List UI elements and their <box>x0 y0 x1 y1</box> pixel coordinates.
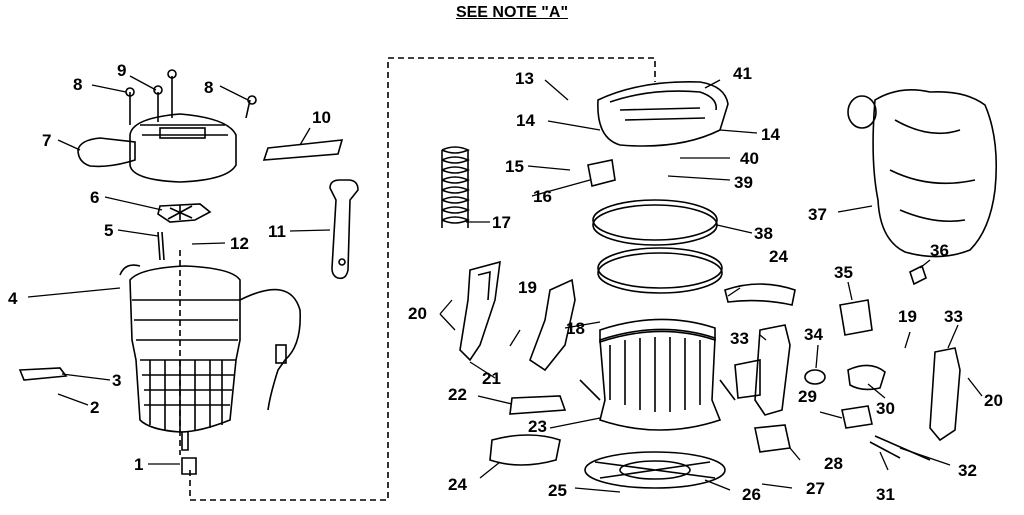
callout-33b: 33 <box>944 307 963 326</box>
callout-35: 35 <box>834 263 853 282</box>
handle-21 <box>459 260 501 362</box>
callout-14a: 14 <box>516 111 535 130</box>
callout-26: 26 <box>742 485 761 504</box>
callout-labels: 1 2 3 4 5 6 7 8 8 9 10 11 12 13 14 14 15… <box>8 61 1003 504</box>
callout-20b: 20 <box>984 391 1003 410</box>
callout-31: 31 <box>876 485 895 504</box>
callout-24a: 24 <box>448 475 467 494</box>
fan-6 <box>157 203 212 223</box>
dashed-connector <box>189 57 656 501</box>
bracket-28 <box>754 424 791 453</box>
dust-bag-37 <box>847 89 997 258</box>
callout-3: 3 <box>112 371 121 390</box>
switch-3 <box>18 367 68 381</box>
callout-32: 32 <box>958 461 977 480</box>
knob-34 <box>804 369 826 385</box>
callout-27: 27 <box>806 479 825 498</box>
housing-cover-41 <box>597 81 729 147</box>
callout-34: 34 <box>804 325 823 344</box>
callout-24b: 24 <box>769 247 788 266</box>
callout-11: 11 <box>268 222 286 241</box>
callout-10: 10 <box>312 108 331 127</box>
handle-18 <box>529 278 576 372</box>
callout-7: 7 <box>42 131 51 150</box>
callout-13: 13 <box>515 69 534 88</box>
callout-25: 25 <box>548 481 567 500</box>
callout-5: 5 <box>104 221 113 240</box>
bracket-24-right <box>724 283 796 306</box>
callout-38: 38 <box>754 224 773 243</box>
plate-24-left <box>489 434 561 466</box>
callout-21: 21 <box>482 369 501 388</box>
callout-22: 22 <box>448 385 467 404</box>
callout-37: 37 <box>808 205 827 224</box>
callout-14b: 14 <box>761 125 780 144</box>
cap-side-piece <box>77 137 136 168</box>
main-base-23 <box>579 318 736 431</box>
callout-36: 36 <box>930 241 949 260</box>
block-29 <box>841 405 873 429</box>
power-cord <box>119 264 302 411</box>
handle-33-right <box>929 347 961 442</box>
callout-23: 23 <box>528 417 547 436</box>
band-38-upper <box>592 199 718 246</box>
callout-2: 2 <box>90 398 99 417</box>
handle-33-center <box>734 324 791 416</box>
nut-1 <box>181 457 197 475</box>
base-plate-26 <box>584 451 726 489</box>
leader-lines <box>27 75 983 493</box>
callout-17: 17 <box>492 213 511 232</box>
motor-body <box>129 265 241 451</box>
band-38-lower <box>597 247 723 294</box>
callout-12: 12 <box>230 234 249 253</box>
callout-29: 29 <box>798 387 817 406</box>
callout-40: 40 <box>740 149 759 168</box>
pin-5 <box>157 231 165 261</box>
callout-30: 30 <box>876 399 895 418</box>
callout-39: 39 <box>734 173 753 192</box>
callout-8b: 8 <box>204 78 213 97</box>
screws-top <box>125 69 257 125</box>
latch-16 <box>587 159 616 187</box>
diagram-title: SEE NOTE "A" <box>455 4 569 21</box>
callout-18: 18 <box>566 319 585 338</box>
clamp-35 <box>839 299 873 336</box>
clip-36 <box>909 264 927 286</box>
callout-4: 4 <box>8 289 18 308</box>
callout-1: 1 <box>134 455 143 474</box>
callout-15: 15 <box>505 157 524 176</box>
callout-33a: 33 <box>730 329 749 348</box>
callout-8a: 8 <box>73 75 82 94</box>
lever-30 <box>847 364 886 391</box>
label-plate-10 <box>262 139 344 161</box>
wrench-11 <box>329 179 359 280</box>
callout-19b: 19 <box>898 307 917 326</box>
rod-31-32 <box>869 435 931 461</box>
plate-22 <box>509 395 567 415</box>
callout-6: 6 <box>90 188 99 207</box>
motor-top-cap <box>129 113 237 183</box>
callout-19a: 19 <box>518 278 537 297</box>
callout-16: 16 <box>533 187 552 206</box>
callout-28: 28 <box>824 454 843 473</box>
callout-20a: 20 <box>408 304 427 323</box>
callout-9: 9 <box>117 61 126 80</box>
spring-17 <box>441 146 470 228</box>
callout-41: 41 <box>733 64 752 83</box>
